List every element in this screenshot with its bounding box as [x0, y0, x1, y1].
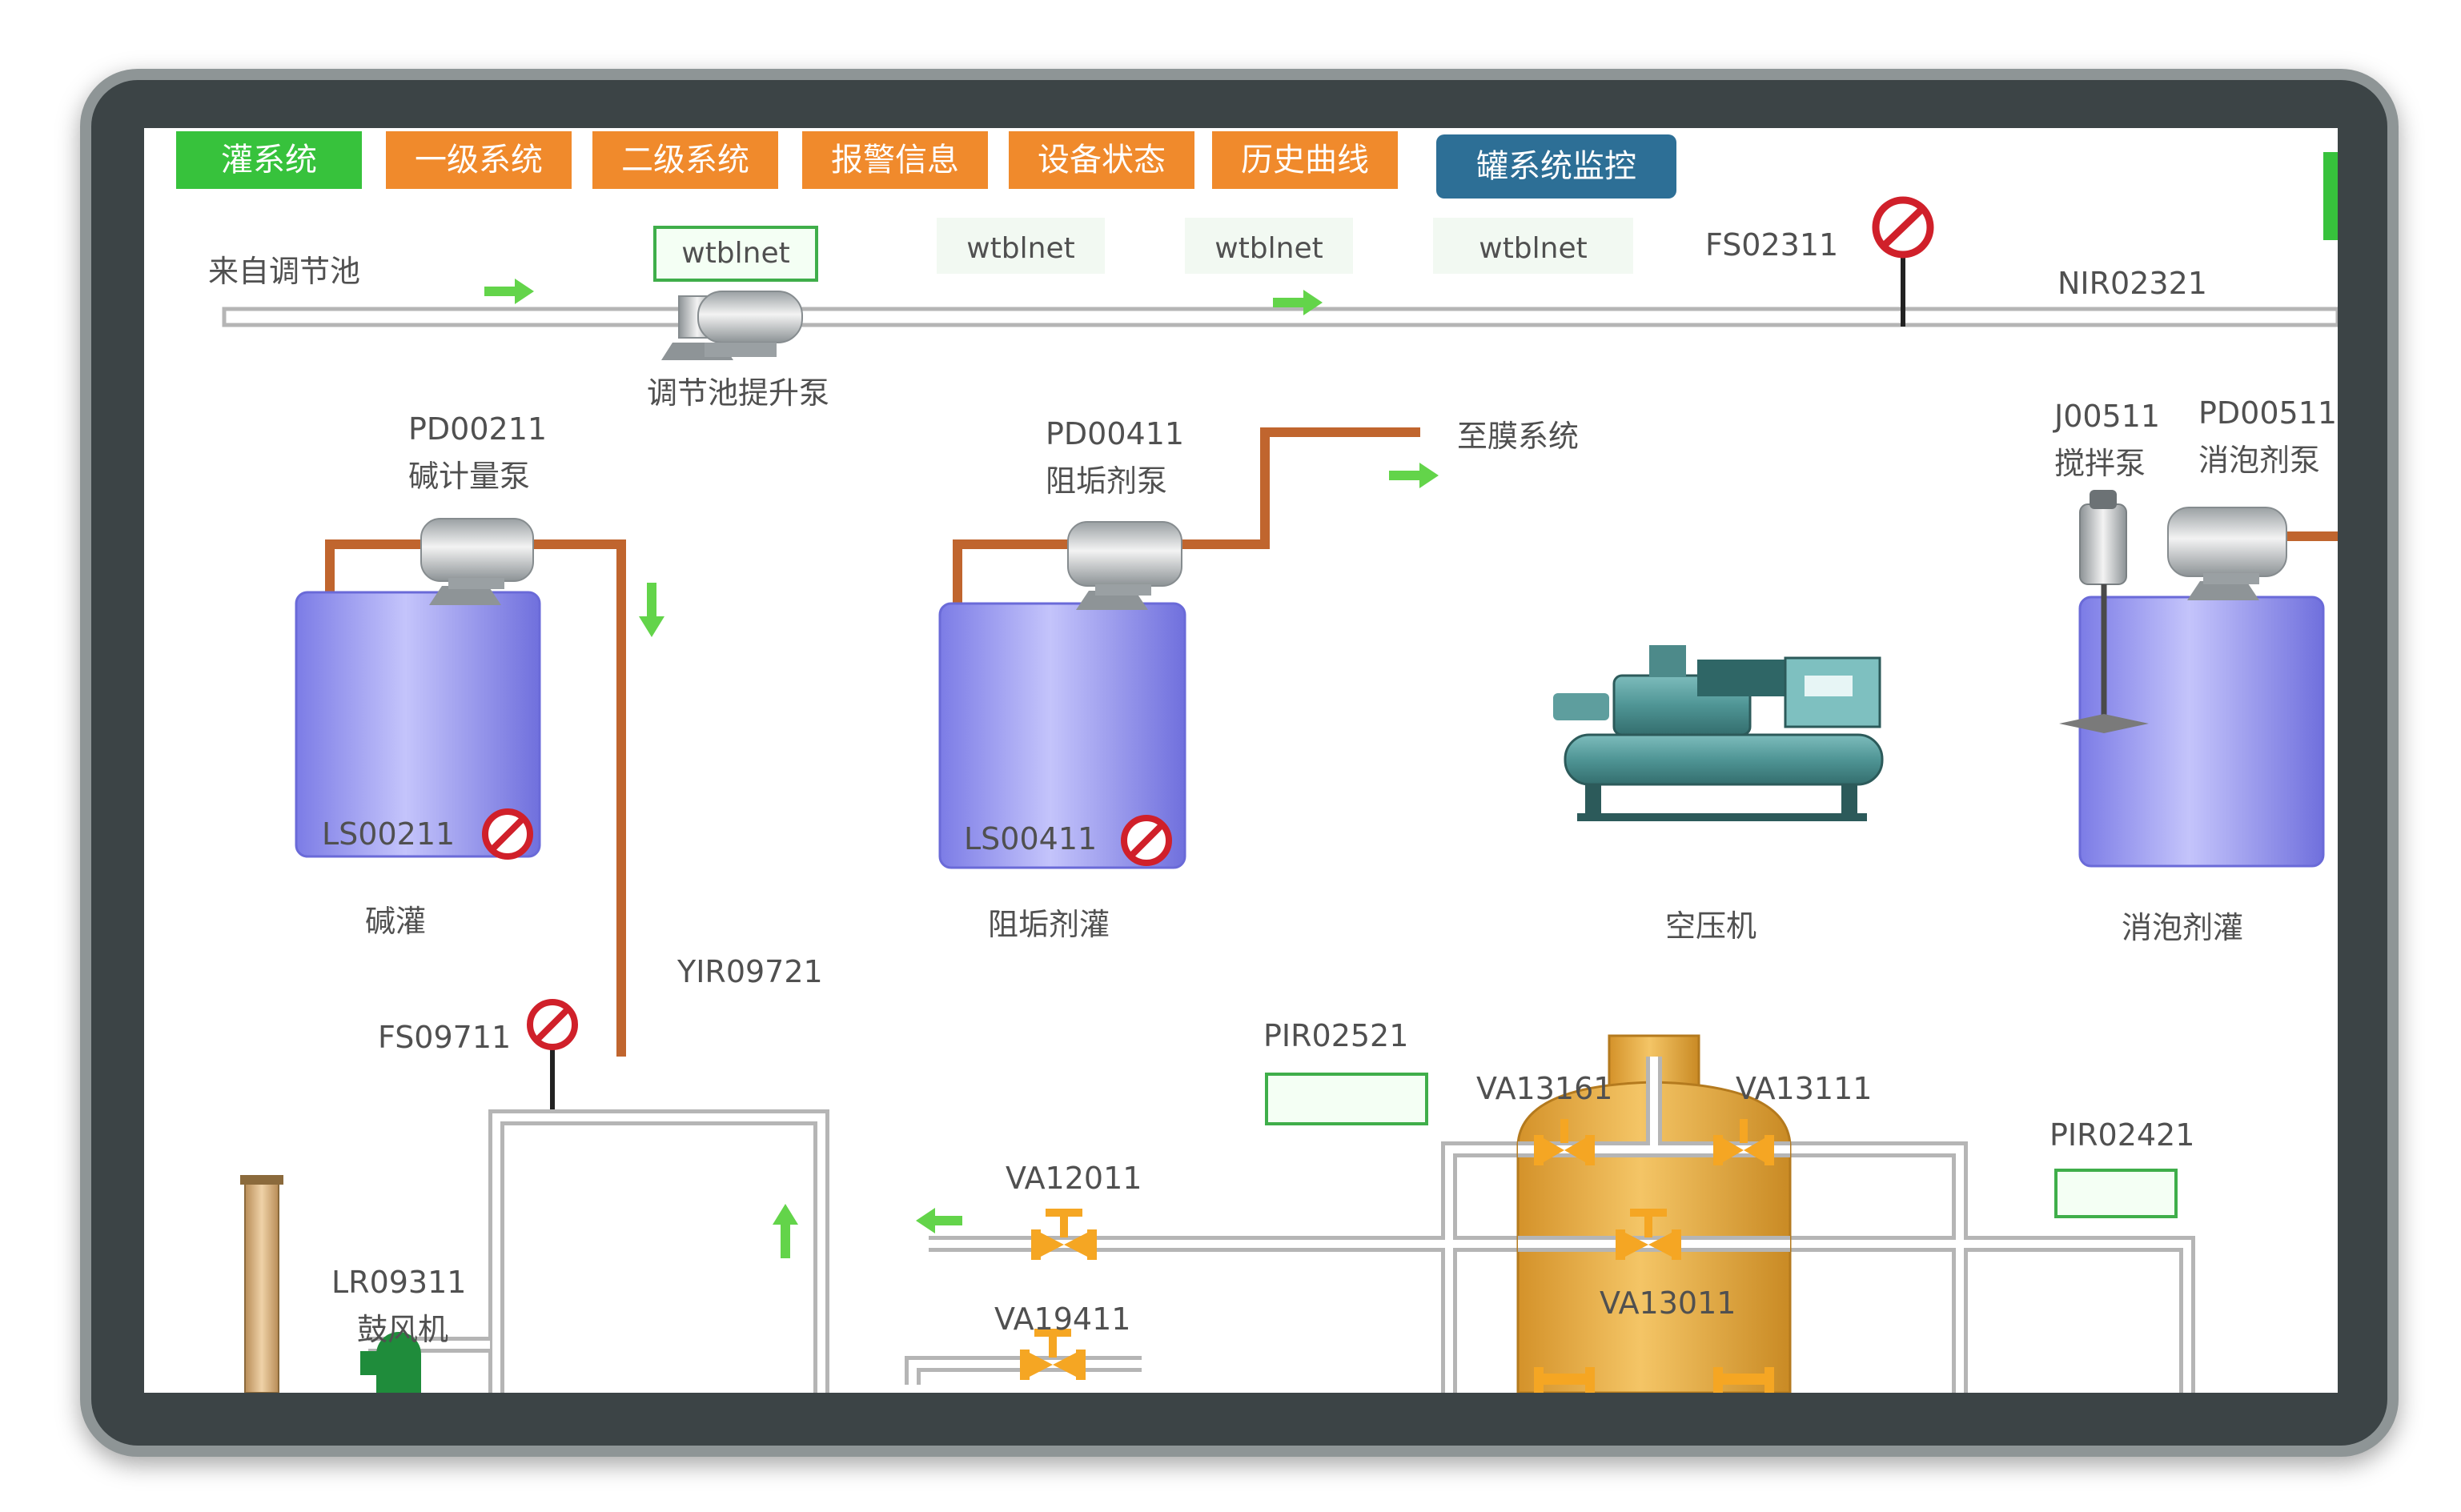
- va13161-label: VA13161: [1476, 1071, 1613, 1106]
- lr09311-label: LR09311: [331, 1265, 467, 1300]
- flow-arrow-icon: [1389, 463, 1439, 488]
- nav-alarm-info-button[interactable]: 报警信息: [802, 131, 988, 189]
- flow-arrow-icon: [484, 279, 534, 304]
- pir02521-label: PIR02521: [1263, 1018, 1409, 1053]
- nav-history-curve-button[interactable]: 历史曲线: [1212, 131, 1398, 189]
- lift-pump-icon[interactable]: [661, 291, 803, 360]
- value-box-2[interactable]: wtblnet: [937, 218, 1105, 274]
- va19411-valve-icon[interactable]: [1020, 1329, 1086, 1380]
- nav-device-status-button[interactable]: 设备状态: [1009, 131, 1194, 189]
- scada-screen: 灌系统 一级系统 二级系统 报警信息 设备状态 历史曲线 罐系统监控 来自调节池…: [144, 128, 2338, 1393]
- blower-icon[interactable]: [360, 1332, 421, 1393]
- va13011-label: VA13011: [1600, 1285, 1736, 1321]
- defoamer-tank-name: 消泡剂灌: [2122, 910, 2244, 945]
- fs02311-alarm-icon[interactable]: [1872, 196, 1934, 327]
- va13011-valve-icon[interactable]: [1616, 1209, 1681, 1260]
- flow-arrow-icon: [1273, 290, 1323, 315]
- lr09311-column[interactable]: [240, 1175, 283, 1393]
- ls00411-alarm-icon[interactable]: [1121, 815, 1172, 866]
- defoamer-pump-icon[interactable]: [2167, 507, 2287, 600]
- lower-grey-pipes-inner: [368, 1113, 2191, 1393]
- antiscalant-tank[interactable]: [938, 602, 1186, 869]
- nav-secondary-system-button[interactable]: 二级系统: [592, 131, 778, 189]
- mixer-tag: J00511: [2054, 399, 2161, 434]
- va12011-label: VA12011: [1006, 1161, 1142, 1196]
- va13161-valve-icon[interactable]: [1534, 1119, 1595, 1165]
- defoamer-pump-name: 消泡剂泵: [2198, 443, 2321, 478]
- antiscalant-dosing-pipe: [953, 427, 1420, 608]
- flow-arrow-icon: [639, 583, 664, 637]
- value-box-3[interactable]: wtblnet: [1185, 218, 1353, 274]
- nav-tank-monitor-button[interactable]: 罐系统监控: [1436, 134, 1676, 199]
- ls00211-alarm-icon[interactable]: [482, 808, 533, 860]
- antiscalant-pump-icon[interactable]: [1067, 521, 1182, 610]
- defoamer-pump-tag: PD00511: [2198, 395, 2338, 431]
- flow-arrow-icon: [773, 1204, 798, 1258]
- va13111-label: VA13111: [1736, 1071, 1873, 1106]
- edge-indicator: [2323, 152, 2338, 240]
- alkali-tank-name: 碱灌: [365, 904, 427, 939]
- flow-arrow-icon: [916, 1208, 962, 1233]
- alkali-dosing-pipe: [325, 539, 626, 1057]
- alkali-pump-name: 碱计量泵: [408, 459, 531, 494]
- fs09711-sensor-icon[interactable]: [527, 999, 578, 1121]
- lift-pump-label: 调节池提升泵: [647, 375, 830, 411]
- vessel-bottom-valves-icon[interactable]: [1534, 1367, 1774, 1393]
- mixer-name: 搅拌泵: [2054, 446, 2146, 481]
- lower-grey-pipes: [368, 1109, 2195, 1393]
- process-diagram: [222, 152, 2338, 1393]
- pir02421-value-box[interactable]: [2054, 1169, 2178, 1218]
- to-membrane-label: 至膜系统: [1457, 419, 1580, 454]
- antiscalant-pump-name: 阻垢剂泵: [1046, 463, 1168, 499]
- main-inlet-pipe: [222, 307, 2338, 327]
- air-compressor-icon[interactable]: [1553, 645, 1884, 821]
- blower-label: 鼓风机: [357, 1312, 449, 1347]
- fs02311-label: FS02311: [1705, 227, 1839, 263]
- va12011-valve-icon[interactable]: [1031, 1209, 1097, 1260]
- compressor-label: 空压机: [1665, 908, 1757, 944]
- antiscalant-level-tag: LS00411: [964, 821, 1098, 856]
- fs09711-label: FS09711: [378, 1020, 512, 1055]
- alkali-pump-icon[interactable]: [420, 518, 534, 605]
- mixer-agitator-icon[interactable]: [2059, 490, 2149, 733]
- alkali-pump-tag: PD00211: [408, 411, 548, 447]
- va19411-label: VA19411: [994, 1301, 1131, 1337]
- nav-primary-system-button[interactable]: 一级系统: [386, 131, 572, 189]
- va13111-valve-icon[interactable]: [1713, 1119, 1774, 1165]
- antiscalant-tank-name: 阻垢剂灌: [988, 907, 1110, 942]
- pir02421-label: PIR02421: [2049, 1117, 2195, 1153]
- alkali-tank[interactable]: [295, 591, 541, 858]
- antiscalant-pump-tag: PD00411: [1046, 416, 1185, 451]
- nir02321-label: NIR02321: [2058, 266, 2207, 301]
- value-box-4[interactable]: wtblnet: [1433, 218, 1633, 274]
- pir02521-value-box[interactable]: [1265, 1073, 1428, 1125]
- yir09721-label: YIR09721: [677, 954, 823, 989]
- source-label: 来自调节池: [208, 254, 361, 289]
- alkali-level-tag: LS00211: [322, 816, 456, 852]
- nav-tank-system-button[interactable]: 灌系统: [176, 131, 362, 189]
- value-box-1[interactable]: wtblnet: [653, 226, 818, 282]
- defoamer-tank[interactable]: [2078, 596, 2325, 868]
